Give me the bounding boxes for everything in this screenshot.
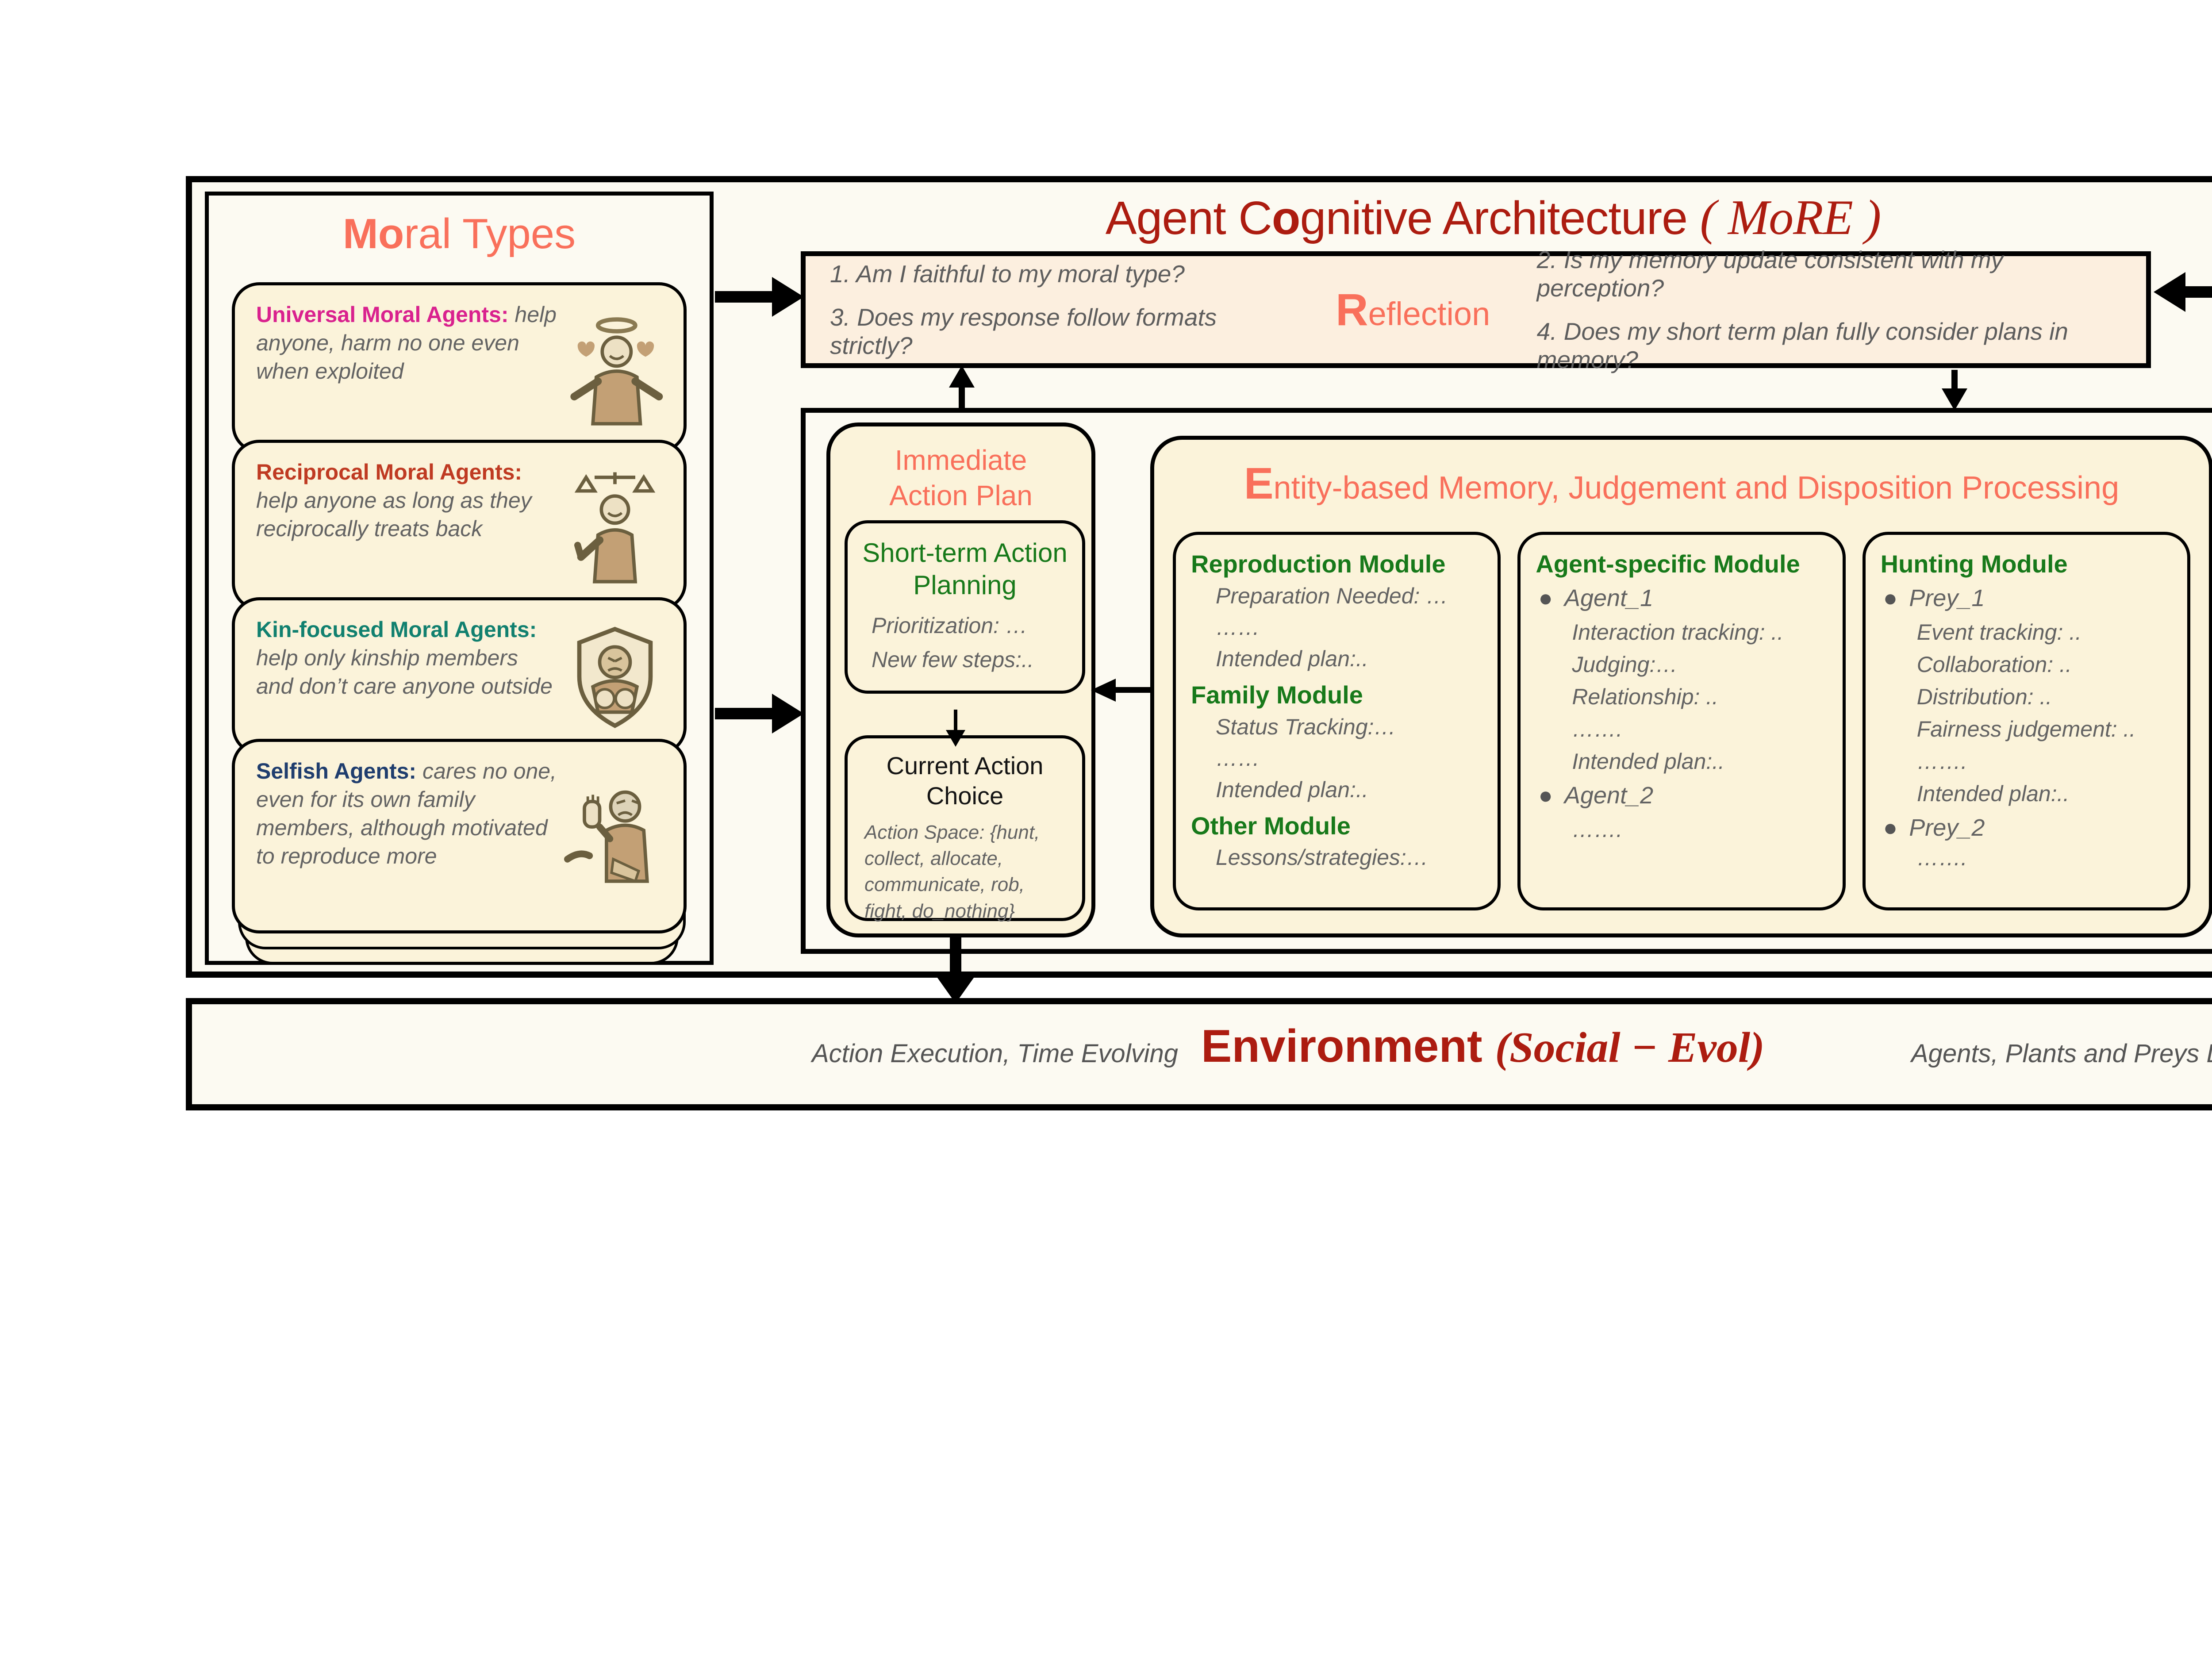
reflection-label-rest: eflection	[1368, 295, 1490, 332]
universal-agents-desc: help anyone, harm no one even when explo…	[256, 302, 557, 384]
other-module-title: Other Module	[1191, 811, 1351, 840]
reflection-questions-right: 2. Is my memory update consistent with m…	[1537, 246, 2122, 374]
agent1-line-3: Relationship: ..	[1572, 684, 1719, 709]
prey1-line-6: Intended plan:..	[1916, 781, 2070, 806]
reflection-label-initial: R	[1335, 284, 1368, 335]
agent2-label: Agent_2	[1564, 782, 1654, 809]
moral-types-title: Moral Types	[209, 210, 710, 258]
prey1-line-1: Event tracking: ..	[1916, 619, 2082, 645]
reciprocal-agents-label: Reciprocal Moral Agents:	[256, 460, 522, 484]
agent1-line-1: Interaction tracking: ..	[1572, 619, 1784, 645]
halo-person-icon	[560, 300, 670, 441]
short-term-line-2: New few steps:..	[872, 647, 1034, 672]
shield-family-icon	[560, 615, 670, 743]
moral-card-reciprocal: Reciprocal Moral Agents: help anyone as …	[232, 440, 687, 611]
hunting-module-card: Hunting Module ● Prey_1 Event tracking: .…	[1862, 532, 2190, 910]
environment-title-word: Environment	[1201, 1021, 1495, 1072]
current-action-choice-title: Current Action Choice	[886, 752, 1044, 810]
reflection-q2: 2. Is my memory update consistent with m…	[1536, 246, 2004, 302]
reproduction-module-title: Reproduction Module	[1191, 550, 1446, 578]
bullet-dot-icon: ●	[1538, 782, 1553, 809]
memory-modules-row: Reproduction Module Preparation Needed: …	[1173, 532, 2190, 910]
reflection-q4: 4. Does my short term plan fully conside…	[1536, 318, 2068, 373]
prey1-label: Prey_1	[1909, 584, 1985, 611]
reproduction-module-card: Reproduction Module Preparation Needed: …	[1173, 532, 1501, 910]
scales-person-icon	[560, 458, 670, 599]
page-title: Agent Cognitive Architecture ( MoRE )	[995, 189, 1991, 246]
hunting-module-title: Hunting Module	[1880, 550, 2068, 578]
entity-memory-title-initial: E	[1244, 459, 1274, 508]
short-term-planning-card: Short-term Action Planning Prioritizatio…	[845, 520, 1085, 694]
agent2-line-1: …….	[1572, 817, 1623, 842]
prey1-line-3: Distribution: ..	[1916, 684, 2052, 709]
entity-memory-title-rest: ntity-based Memory, Judgement and Dispos…	[1273, 470, 2120, 506]
current-action-space: Action Space: {hunt, collect, allocate, …	[864, 821, 1040, 922]
short-term-planning-title: Short-term Action Planning	[862, 538, 1068, 600]
prey1-line-2: Collaboration: ..	[1916, 652, 2072, 677]
moral-card-kin: Kin-focused Moral Agents: help only kins…	[232, 597, 687, 755]
family-line-1: Status Tracking:…	[1216, 714, 1396, 739]
bullet-dot-icon: ●	[1883, 584, 1898, 611]
prey2-line-1: …….	[1916, 845, 1967, 870]
reproduction-line-1: Preparation Needed: …	[1216, 583, 1448, 608]
reflection-questions-left: 1. Am I faithful to my moral type? 3. Do…	[830, 260, 1289, 360]
moral-card-selfish-text: Selfish Agents: cares no one, even for i…	[256, 757, 560, 922]
entity-memory-title: Entity-based Memory, Judgement and Dispo…	[1154, 458, 2209, 509]
short-term-line-1: Prioritization: …	[872, 613, 1028, 638]
selfish-agents-label: Selfish Agents:	[256, 759, 417, 783]
moral-card-universal: Universal Moral Agents: help anyone, har…	[232, 282, 687, 453]
moral-card-universal-text: Universal Moral Agents: help anyone, har…	[256, 300, 560, 441]
family-module-title: Family Module	[1191, 680, 1363, 709]
prey1-bullet: ● Prey_1	[1881, 580, 2172, 616]
family-line-2: ……	[1216, 745, 1260, 771]
kin-agents-label: Kin-focused Moral Agents:	[256, 617, 537, 642]
agent-specific-module-title: Agent-specific Module	[1536, 550, 1800, 578]
moral-title-bold: Mo	[342, 210, 404, 257]
environment-title-paren: (Social − Evol)	[1495, 1024, 1765, 1071]
bullet-dot-icon: ●	[1538, 584, 1553, 611]
immediate-action-plan-title: Immediate Action Plan	[889, 444, 1033, 511]
agent1-label: Agent_1	[1564, 584, 1654, 611]
environment-right-note: Agents, Plants and Preys Dynamics	[1911, 1039, 2212, 1068]
environment-title: Environment (Social − Evol)	[1201, 1020, 1765, 1073]
title-post: gnitive Architecture	[1300, 192, 1700, 244]
reproduction-line-3: Intended plan:..	[1216, 646, 1368, 671]
entity-memory-panel: Entity-based Memory, Judgement and Dispo…	[1150, 436, 2212, 937]
agent1-bullet: ● Agent_1	[1536, 580, 1827, 616]
agent1-line-5: Intended plan:..	[1572, 749, 1725, 774]
reciprocal-agents-desc: help anyone as long as they reciprocally…	[256, 488, 532, 541]
moral-types-panel: Moral Types Universal Moral Agents: help…	[205, 192, 714, 965]
title-bold-letter: o	[1271, 192, 1301, 244]
prey1-line-5: …….	[1916, 749, 1967, 774]
other-line-1: Lessons/strategies:…	[1216, 845, 1429, 870]
reflection-q3: 3. Does my response follow formats stric…	[830, 303, 1217, 359]
family-line-3: Intended plan:..	[1216, 777, 1368, 802]
title-acronym: ( MoRE )	[1700, 190, 1882, 245]
reflection-box: 1. Am I faithful to my moral type? 3. Do…	[801, 246, 2151, 373]
moral-card-kin-text: Kin-focused Moral Agents: help only kins…	[256, 615, 560, 743]
reproduction-line-2: ……	[1216, 614, 1260, 640]
prey2-bullet: ● Prey_2	[1881, 810, 2172, 846]
universal-agents-label: Universal Moral Agents:	[256, 302, 509, 327]
environment-left-note: Action Execution, Time Evolving	[812, 1039, 1178, 1068]
kin-agents-desc: help only kinship members and don’t care…	[256, 645, 553, 699]
reflection-label: Reflection	[1289, 284, 1537, 336]
agent2-bullet: ● Agent_2	[1536, 778, 1827, 814]
moral-card-selfish: Selfish Agents: cares no one, even for i…	[232, 739, 687, 933]
agent1-line-2: Judging:…	[1572, 652, 1678, 677]
moral-card-reciprocal-text: Reciprocal Moral Agents: help anyone as …	[256, 458, 560, 599]
immediate-action-plan-panel: Immediate Action Plan Short-term Action …	[826, 422, 1095, 937]
refusing-person-icon	[560, 757, 670, 922]
prey2-label: Prey_2	[1909, 814, 1985, 841]
bullet-dot-icon: ●	[1883, 814, 1898, 841]
current-action-choice-card: Current Action Choice Action Space: {hun…	[845, 735, 1085, 922]
prey1-line-4: Fairness judgement: ..	[1916, 716, 2136, 741]
title-pre: Agent C	[1105, 192, 1272, 244]
agent1-line-4: …….	[1572, 716, 1623, 741]
environment-bar	[186, 998, 2212, 1110]
moral-title-rest: ral Types	[404, 210, 576, 257]
selfish-agents-desc: cares no one, even for its own family me…	[256, 759, 557, 868]
reflection-q1: 1. Am I faithful to my moral type?	[830, 260, 1185, 288]
agent-specific-module-card: Agent-specific Module ● Agent_1 Interacti…	[1517, 532, 1846, 910]
